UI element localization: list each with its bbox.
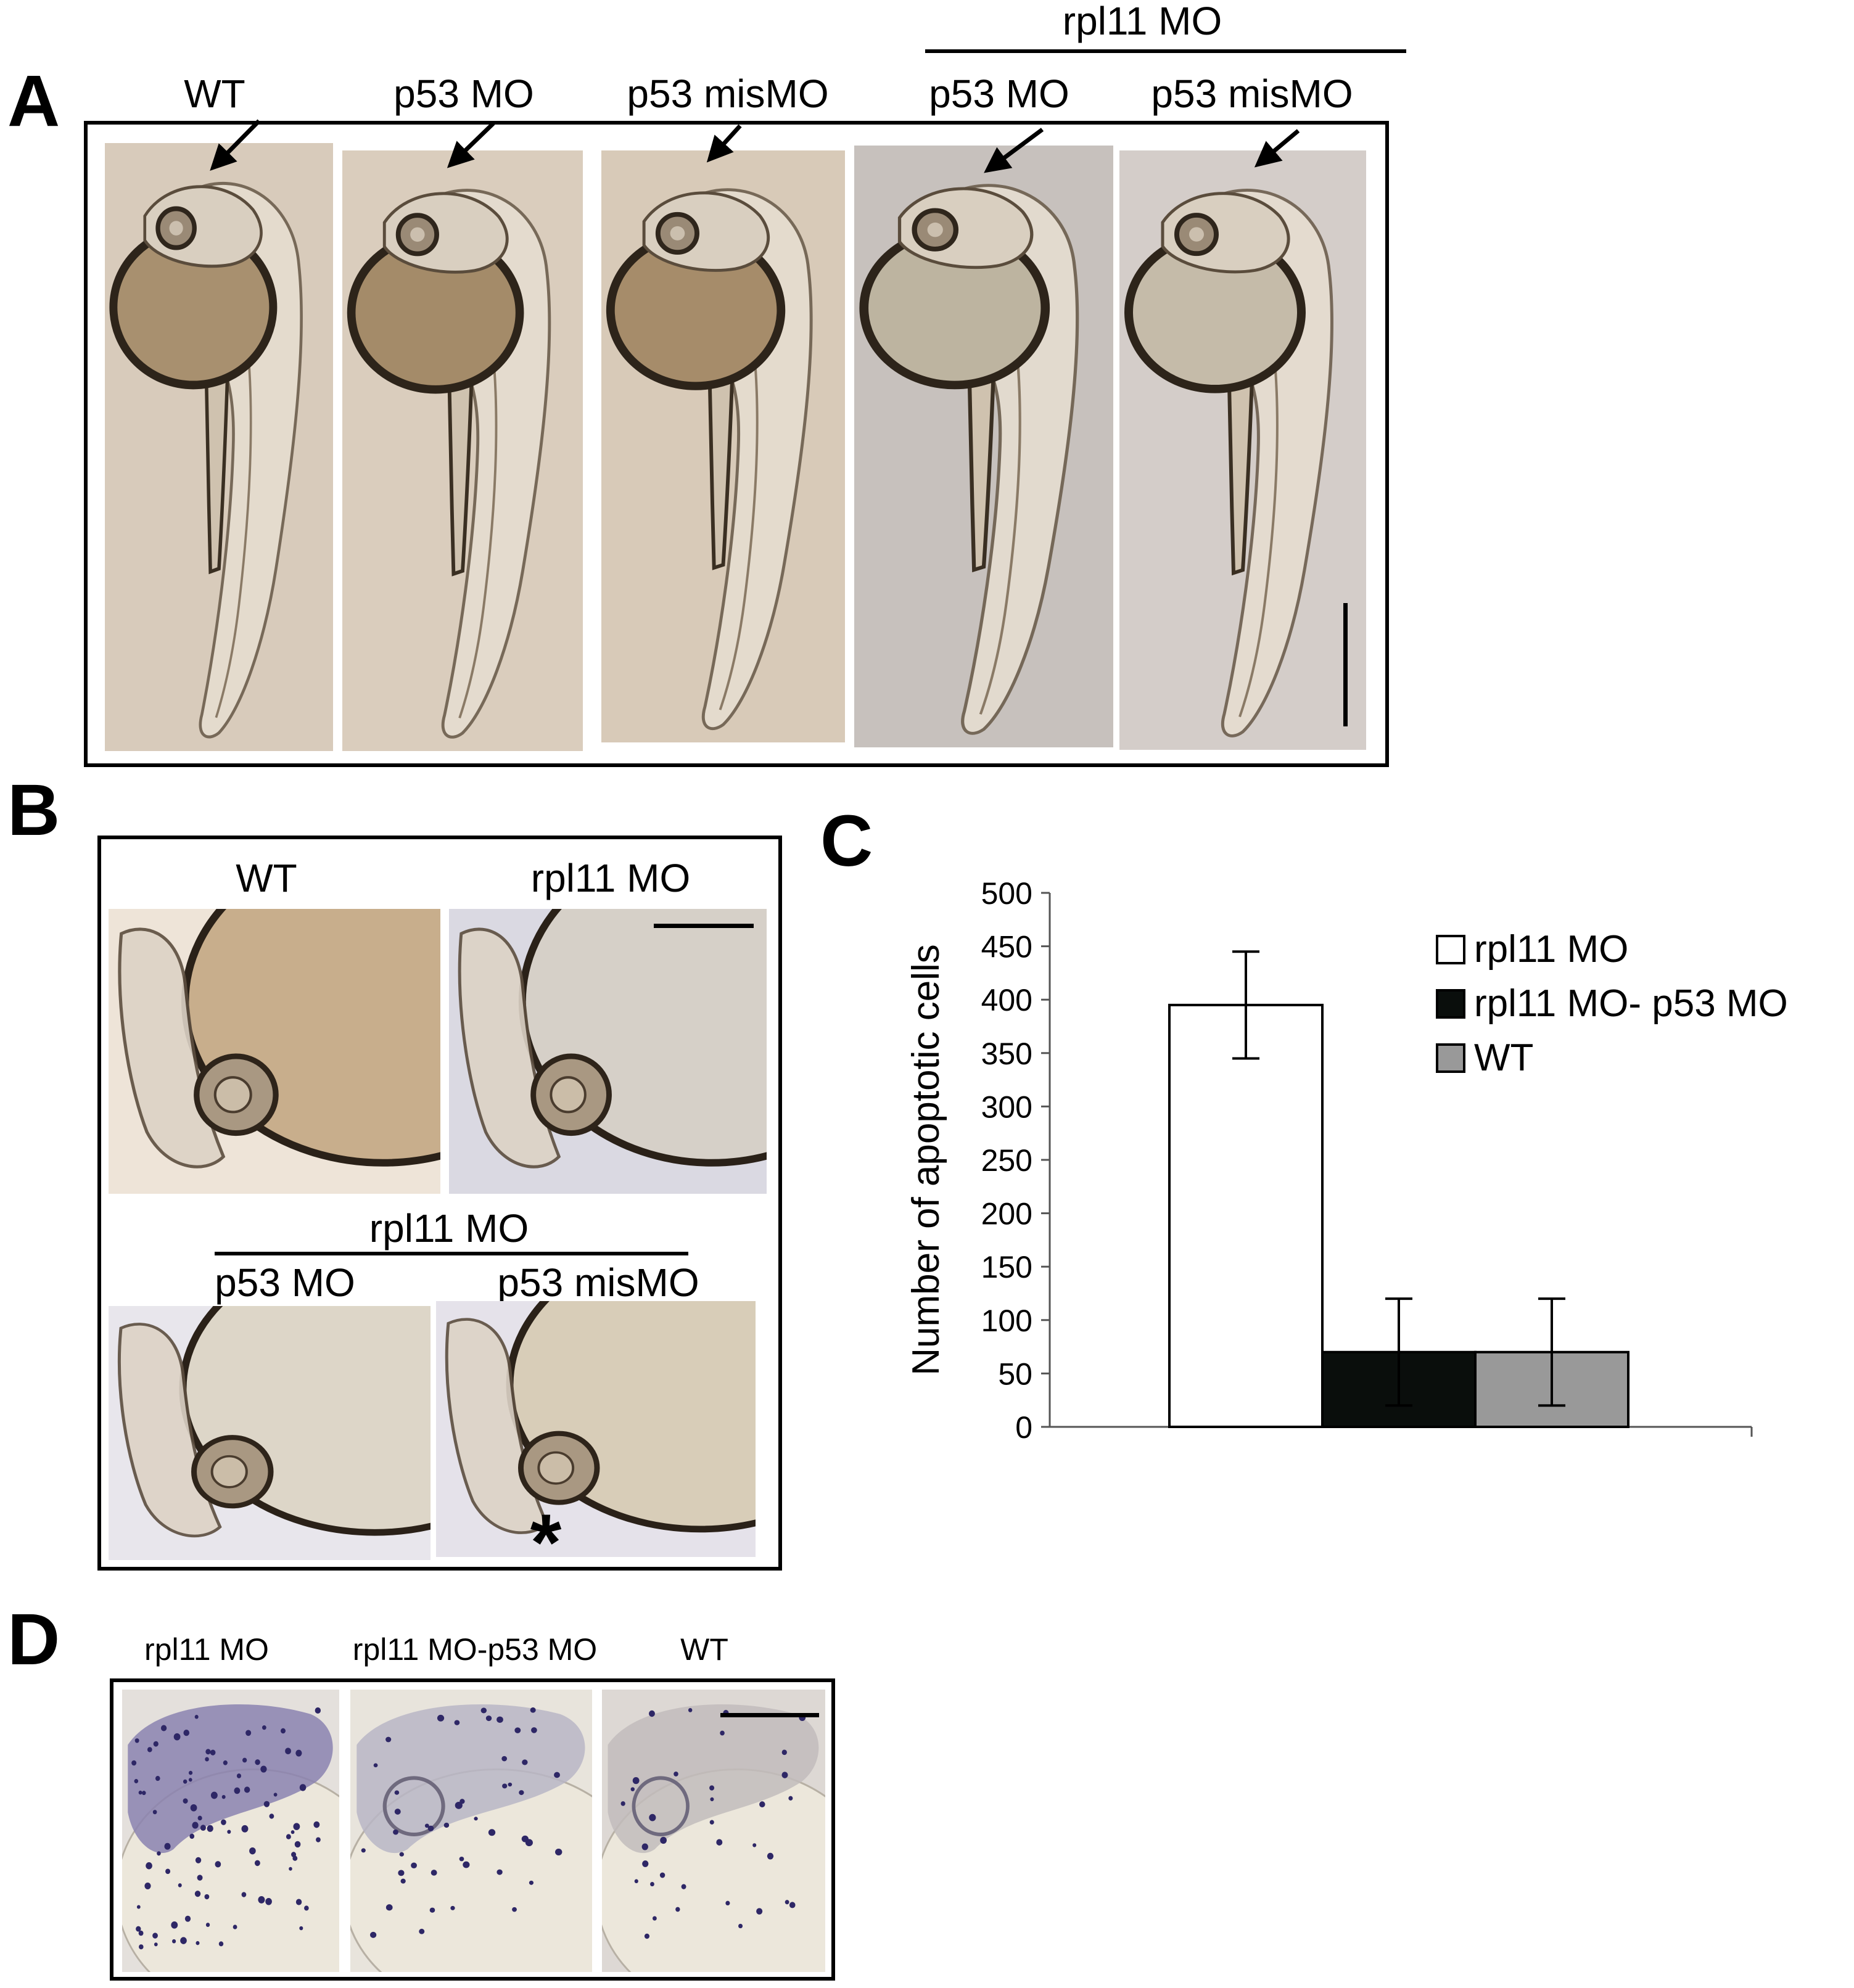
panel-b-p53-mo-label: p53 MO	[215, 1260, 355, 1305]
y-tick-label: 300	[981, 1090, 1032, 1124]
legend-label: rpl11 MO	[1474, 928, 1628, 971]
panel-d-image-rpl11-p53-mo	[350, 1690, 592, 1972]
panel-d-scale-bar	[720, 1713, 819, 1717]
panel-b-head-wt	[109, 909, 440, 1194]
panel-a-col-5-label: p53 misMO	[1151, 72, 1353, 116]
panel-b-label: B	[7, 770, 60, 851]
panel-a-scale-bar	[1343, 603, 1348, 726]
legend-swatch	[1436, 935, 1465, 964]
panel-b-asterisk: *	[530, 1497, 562, 1587]
panel-b-scale-bar	[654, 924, 754, 928]
panel-a-col-4-label: p53 MO	[929, 72, 1069, 116]
y-tick-label: 500	[981, 876, 1032, 911]
panel-b-p53-mismo-label: p53 misMO	[497, 1260, 699, 1305]
panel-d-label: D	[7, 1599, 60, 1680]
y-tick-label: 250	[981, 1143, 1032, 1178]
panel-d-image-wt	[602, 1690, 825, 1972]
panel-b-head-p53-mismo	[436, 1301, 756, 1557]
y-tick-label: 50	[998, 1357, 1032, 1391]
panel-d-wt-label: WT	[680, 1632, 728, 1667]
legend-swatch	[1436, 1043, 1465, 1073]
panel-b-head-rpl11-mo	[449, 909, 767, 1194]
y-tick-label: 400	[981, 983, 1032, 1017]
y-tick-label: 100	[981, 1304, 1032, 1338]
panel-a-embryo-rpl11-p53-mo	[854, 146, 1113, 747]
panel-b-rpl11-label: rpl11 MO	[530, 856, 691, 900]
y-tick-label: 350	[981, 1037, 1032, 1071]
panel-d-rpl11-label: rpl11 MO	[144, 1632, 269, 1667]
panel-a-embryo-rpl11-p53-mismo	[1119, 150, 1366, 750]
panel-a-embryo-wt	[105, 143, 333, 751]
panel-d-image-rpl11-mo	[122, 1690, 339, 1972]
panel-a-col-3-label: p53 misMO	[627, 72, 829, 116]
y-tick-label: 0	[1015, 1410, 1032, 1445]
legend-label: WT	[1474, 1037, 1533, 1079]
panel-a-group-label: rpl11 MO	[1062, 0, 1222, 43]
panel-c-label: C	[820, 800, 873, 882]
panel-b-frame	[97, 836, 782, 1571]
y-axis-label: Number of apoptotic cells	[905, 944, 947, 1376]
panel-b-head-p53-mo	[109, 1306, 431, 1560]
panel-a-col-1-label: WT	[184, 72, 245, 116]
panel-a-embryo-p53-mo	[342, 150, 583, 751]
panel-b-group-line	[215, 1252, 688, 1255]
panel-a-col-2-label: p53 MO	[393, 72, 534, 116]
panel-a-embryo-p53-mismo	[601, 150, 845, 742]
panel-a-group-line	[925, 49, 1406, 53]
apoptosis-bar-chart: Number of apoptotic cells 0 50 100 150 200 250…	[888, 857, 1801, 1511]
y-tick-label: 150	[981, 1250, 1032, 1284]
legend-swatch	[1436, 989, 1465, 1019]
panel-b-group-label: rpl11 MO	[369, 1206, 529, 1251]
y-tick-label: 200	[981, 1197, 1032, 1231]
panel-b-wt-label: WT	[236, 856, 297, 900]
panel-d-rpl11-p53-label: rpl11 MO-p53 MO	[352, 1632, 598, 1667]
panel-a-label: A	[7, 60, 60, 142]
bar-rpl11-mo	[1168, 1003, 1324, 1429]
panel-a-frame	[84, 121, 1389, 767]
legend-label: rpl11 MO- p53 MO	[1474, 982, 1788, 1025]
y-tick-label: 450	[981, 930, 1032, 964]
panel-d-frame	[110, 1678, 835, 1981]
